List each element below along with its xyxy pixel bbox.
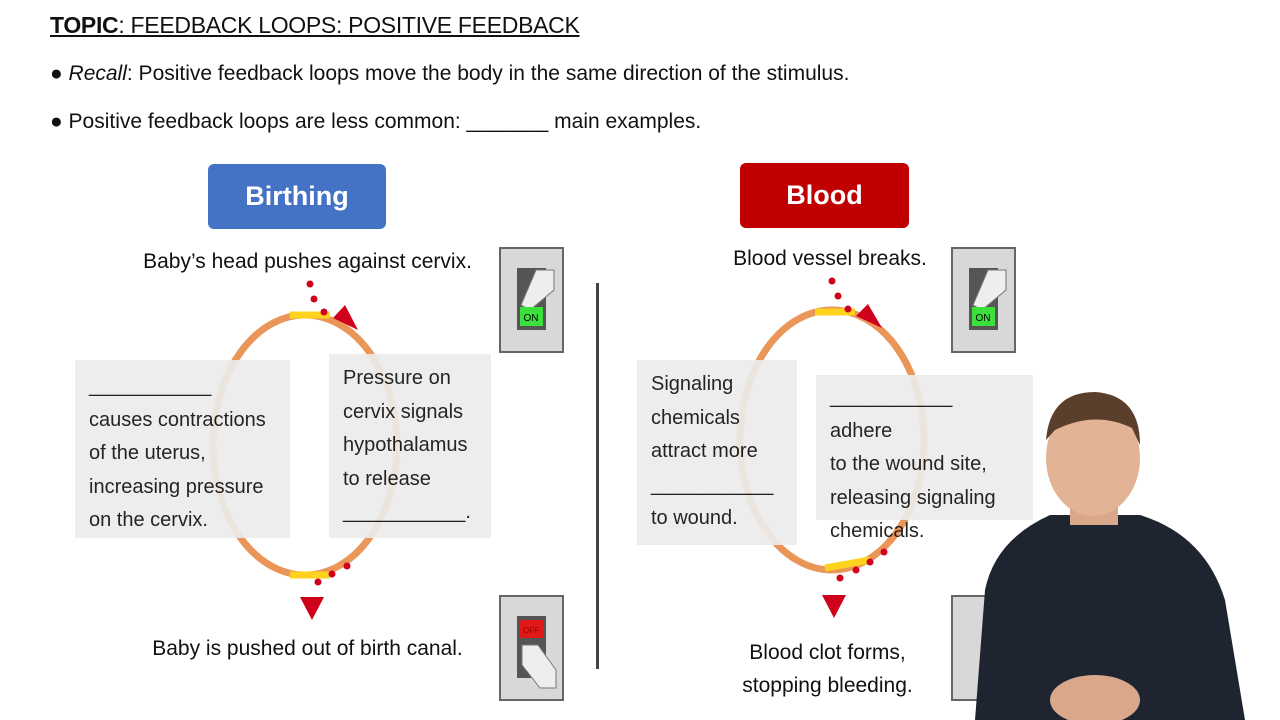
birthing-outcome: Baby is pushed out of birth canal. [152,637,463,660]
box-line: to release [343,467,431,490]
bullet-text: Positive feedback loops are less common:… [68,110,702,133]
arrow-head-icon [333,305,358,330]
blood-left-box: Signaling chemicals attract more _______… [637,360,797,545]
box-line: cervix signals [343,400,464,423]
outcome-line: stopping bleeding. [742,674,913,697]
topic-label: TOPIC [50,12,119,38]
box-line: ___________ adhere [830,386,953,442]
topic-title: TOPIC: FEEDBACK LOOPS: POSITIVE FEEDBACK [50,12,580,39]
box-line: to the wound site, [830,453,987,475]
box-line: attract more [651,440,758,462]
divider [596,283,599,669]
outcome-line: Blood clot forms, [749,641,906,664]
box-line: hypothalamus [343,434,468,456]
presenter [975,392,1245,720]
box-line: releasing signaling [830,486,996,509]
box-line: ___________. [343,501,471,523]
birthing-stimulus: Baby’s head pushes against cervix. [143,250,472,273]
box-line: chemicals. [830,520,925,542]
box-line: causes contractions [89,408,266,431]
arrow-head-icon [856,304,882,328]
blood-header: Blood [740,163,909,228]
box-line: Pressure on [343,367,451,389]
arrow-head-icon [300,597,324,620]
switch-off-icon: OFF [499,595,564,701]
birthing-right-box: Pressure on cervix signals hypothalamus … [329,354,491,538]
bullet-recall: ● Recall: Positive feedback loops move t… [50,62,850,85]
switch-on-label: ON [976,313,991,324]
blood-outcome: Blood clot forms, stopping bleeding. [720,636,935,702]
switch-on-label: ON [524,313,539,324]
box-line: increasing pressure [89,475,264,498]
birthing-stimulus-dots [300,280,358,620]
box-line: ___________ [651,473,774,496]
box-line: to wound. [651,507,738,529]
arrow-head-icon [822,595,846,618]
switch-on-icon: ON [499,247,564,353]
birthing-left-box: ___________ causes contractions of the u… [75,360,290,538]
blood-right-box: ___________ adhere to the wound site, re… [816,375,1033,542]
bullet-em: Recall [68,62,127,85]
topic-text: : FEEDBACK LOOPS: POSITIVE FEEDBACK [118,12,580,38]
bullet-examples: ● Positive feedback loops are less commo… [50,110,702,133]
box-line: ___________ [89,375,212,397]
bullet-text: : Positive feedback loops move the body … [126,62,850,85]
box-line: of the uterus, [89,442,206,464]
box-line: Signaling [651,373,734,395]
switch-off-label: OFF [523,626,539,635]
box-line: on the cervix. [89,509,208,531]
blood-stimulus: Blood vessel breaks. [733,247,927,270]
birthing-header: Birthing [208,164,386,229]
switch-on-icon: ON [951,247,1016,353]
box-line: chemicals [651,406,740,429]
